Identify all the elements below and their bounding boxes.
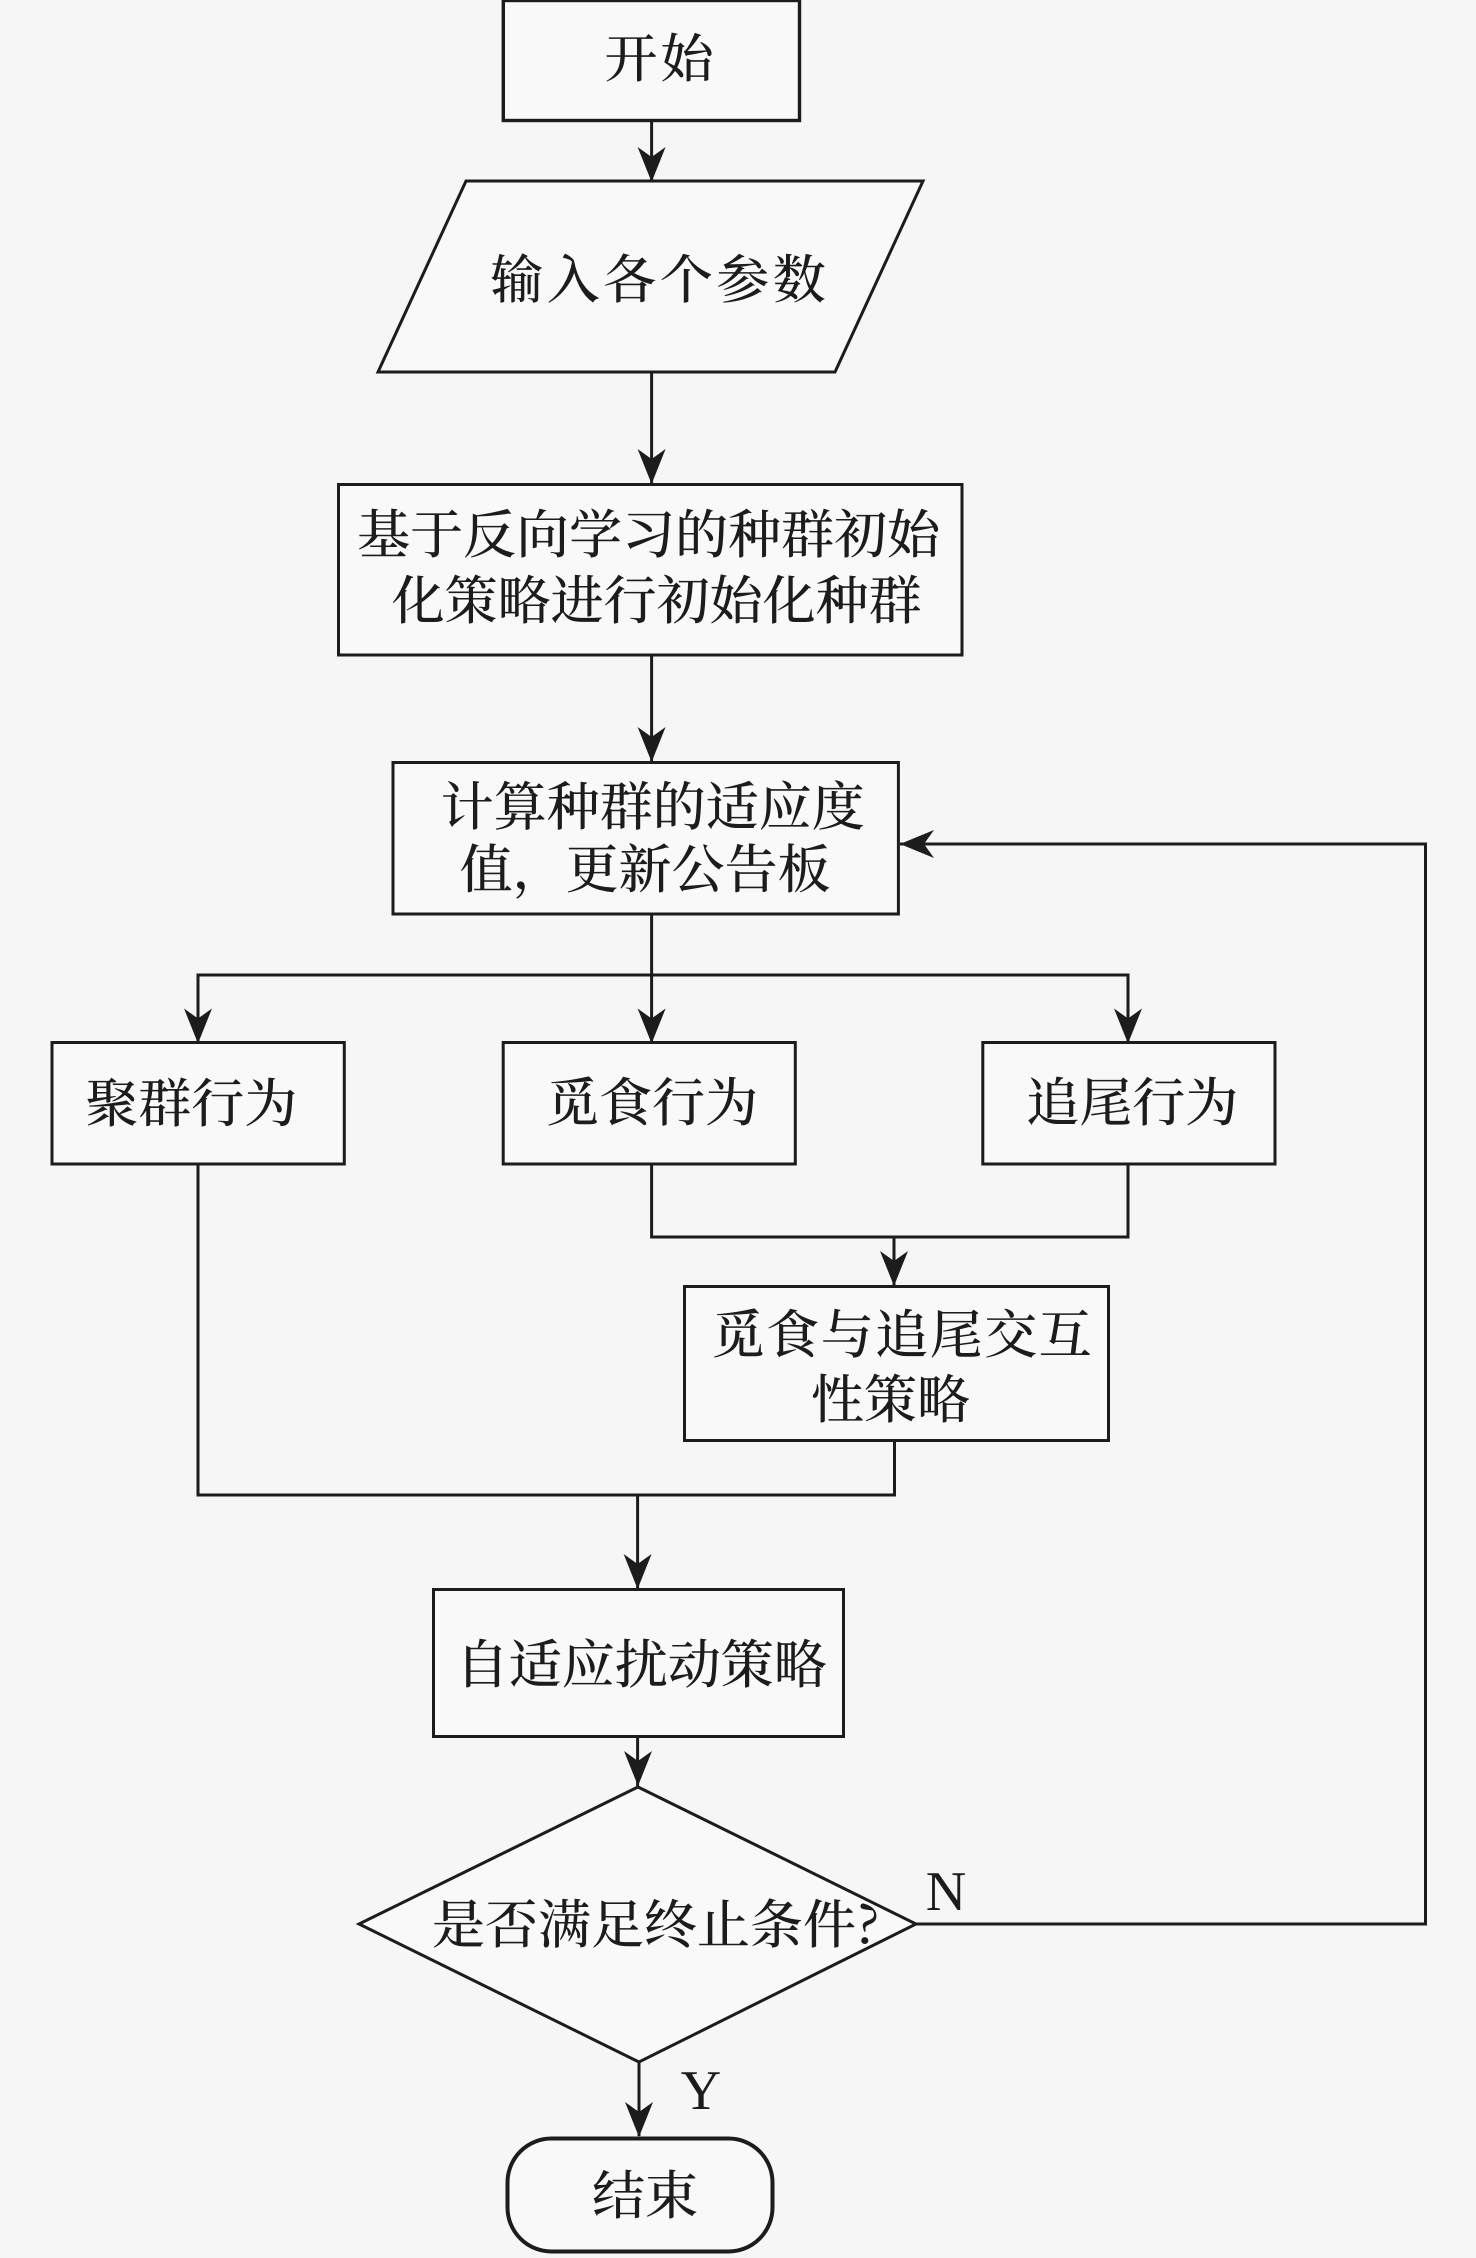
svg-text:N: N (926, 1861, 966, 1923)
svg-text:Y: Y (681, 2060, 721, 2122)
